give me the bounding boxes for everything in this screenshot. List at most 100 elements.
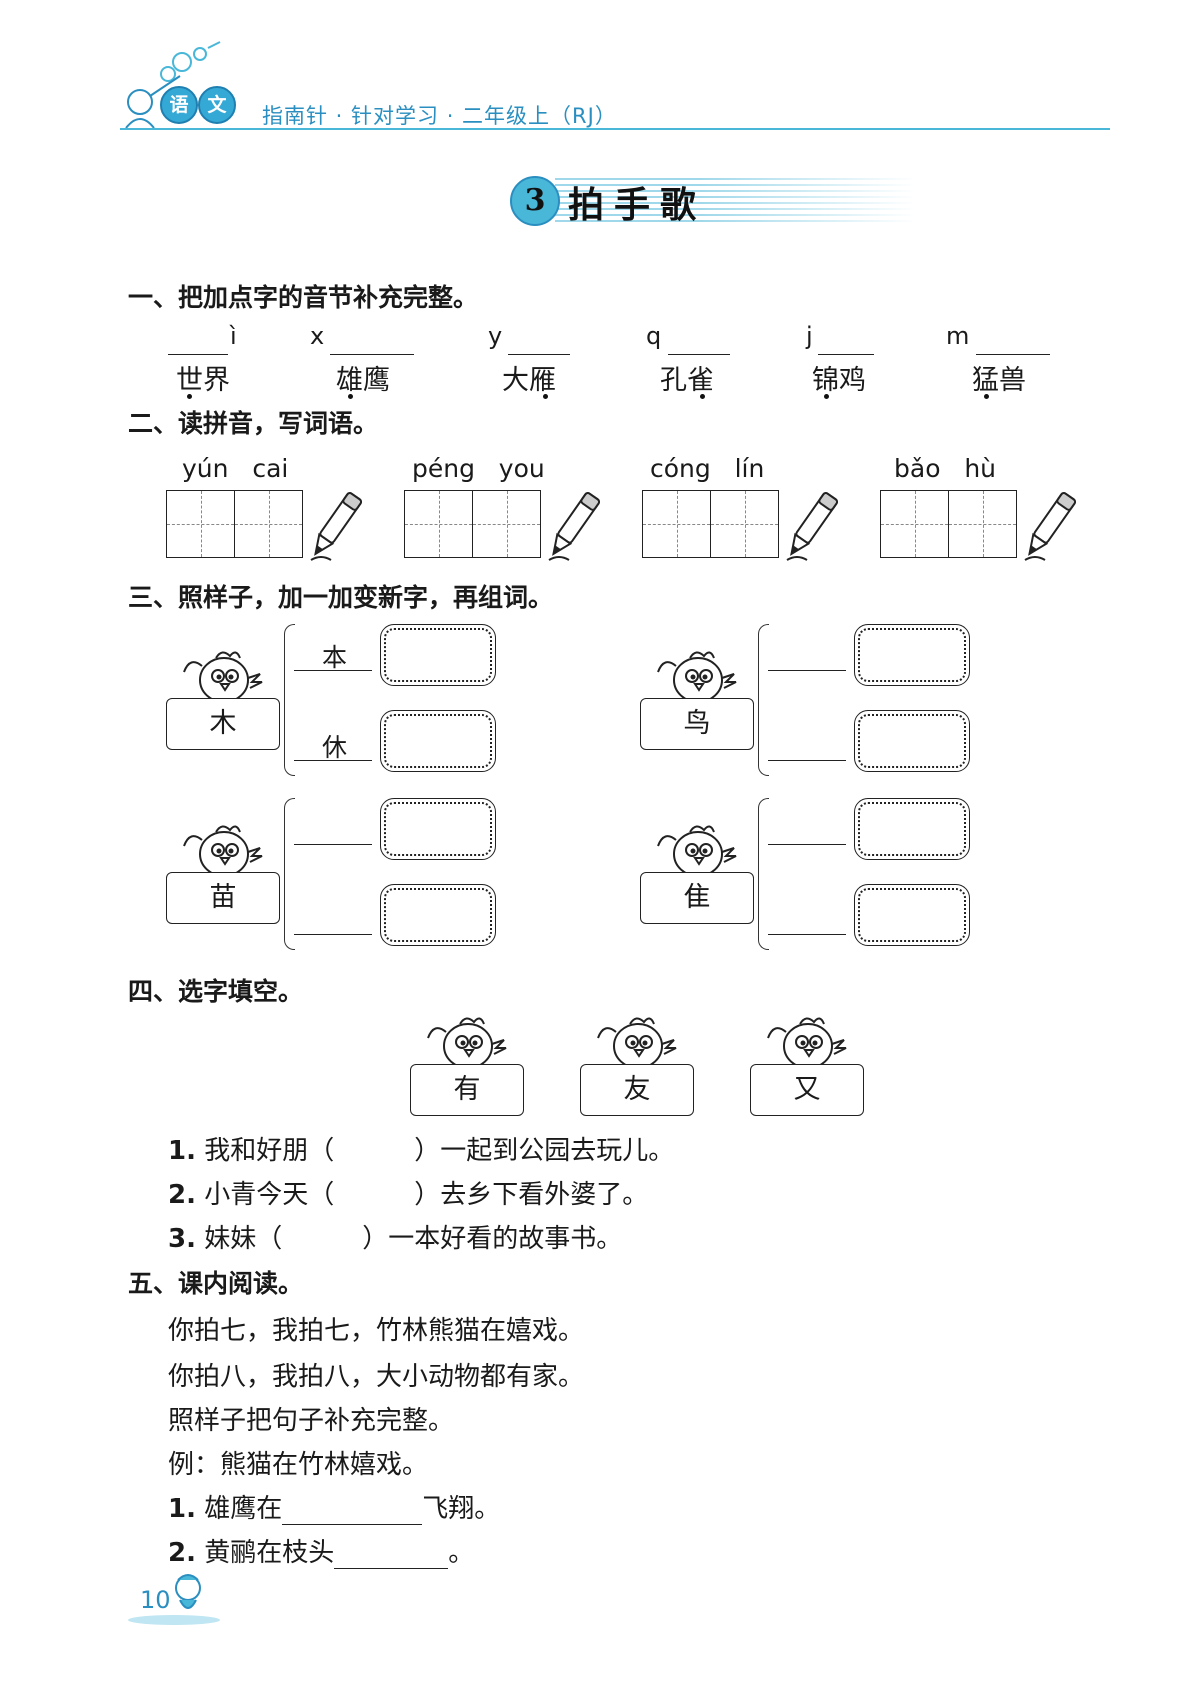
reading-line-1: 你拍七，我拍七，竹林熊猫在嬉戏。 bbox=[168, 1316, 585, 1346]
new-char-line[interactable] bbox=[294, 844, 372, 845]
bird-icon bbox=[176, 818, 266, 878]
word-answer-box[interactable] bbox=[854, 624, 970, 686]
pinyin-label: péng you bbox=[412, 454, 545, 483]
fill-sentence-3: 3. 妹妹（）一本好看的故事书。 bbox=[168, 1218, 622, 1255]
emphasis-dot bbox=[984, 394, 989, 399]
item-after: 飞翔。 bbox=[422, 1494, 501, 1524]
pinyin-blank[interactable] bbox=[508, 354, 570, 355]
bird-icon bbox=[760, 1010, 850, 1070]
word: 世界 bbox=[176, 365, 230, 396]
fill-sentence-1: 1. 我和好朋（）一起到公园去玩儿。 bbox=[168, 1130, 674, 1167]
pinyin-blank[interactable] bbox=[818, 354, 874, 355]
pinyin-suffix: ì bbox=[230, 322, 237, 350]
pinyin-label: yún cai bbox=[182, 454, 289, 483]
title-decoration bbox=[555, 178, 915, 224]
pinyin-prefix: j bbox=[806, 322, 813, 350]
word-answer-box[interactable] bbox=[380, 884, 496, 946]
pinyin-label: cóng lín bbox=[650, 454, 765, 483]
word: 锦鸡 bbox=[812, 365, 866, 396]
lesson-number: 3 bbox=[510, 176, 560, 226]
pinyin-blank[interactable] bbox=[168, 354, 228, 355]
pinyin-blank[interactable] bbox=[668, 354, 730, 355]
complete-item-1: 1. 雄鹰在飞翔。 bbox=[168, 1488, 500, 1525]
bracket bbox=[758, 798, 769, 950]
item-blank[interactable] bbox=[282, 1500, 423, 1525]
pinyin-prefix: q bbox=[646, 322, 662, 350]
word: 孔雀 bbox=[660, 365, 714, 396]
pencil-icon bbox=[543, 488, 603, 564]
emphasis-dot bbox=[348, 394, 353, 399]
word-answer-box[interactable] bbox=[854, 710, 970, 772]
word-answer-box[interactable] bbox=[380, 710, 496, 772]
bird-icon bbox=[650, 644, 740, 704]
sentence-before: 小青今天（ bbox=[204, 1180, 335, 1210]
sentence-num: 1. bbox=[168, 1136, 196, 1166]
word-answer-box[interactable] bbox=[380, 624, 496, 686]
subject-badge-2: 文 bbox=[198, 86, 236, 124]
pinyin-blank[interactable] bbox=[976, 354, 1050, 355]
subject-badge-1: 语 bbox=[160, 86, 198, 124]
base-char-box: 木 bbox=[166, 698, 280, 750]
item-blank[interactable] bbox=[334, 1544, 449, 1569]
pencil-icon bbox=[781, 488, 841, 564]
bird-icon bbox=[590, 1010, 680, 1070]
new-char-line[interactable] bbox=[294, 760, 372, 761]
bird-icon bbox=[176, 644, 266, 704]
word: 大雁 bbox=[502, 365, 556, 396]
base-char-box: 鸟 bbox=[640, 698, 754, 750]
header-mascot bbox=[120, 40, 230, 132]
new-char-example: 本 bbox=[322, 643, 348, 672]
item-num: 2. bbox=[168, 1538, 196, 1568]
pinyin-label: bǎo hù bbox=[894, 454, 997, 483]
section2-heading: 二、读拼音，写词语。 bbox=[128, 409, 379, 438]
header-divider bbox=[120, 128, 1110, 130]
reading-line-2: 你拍八，我拍八，大小动物都有家。 bbox=[168, 1362, 585, 1392]
writing-grid[interactable] bbox=[642, 490, 779, 558]
new-char-line[interactable] bbox=[768, 934, 846, 935]
instruction: 照样子把句子补充完整。 bbox=[168, 1406, 455, 1436]
new-char-line[interactable] bbox=[768, 670, 846, 671]
section5-heading: 五、课内阅读。 bbox=[128, 1269, 304, 1298]
new-char-line[interactable] bbox=[768, 760, 846, 761]
item-after: 。 bbox=[448, 1538, 475, 1568]
word: 雄鹰 bbox=[336, 365, 390, 396]
sentence-before: 我和好朋（ bbox=[204, 1136, 335, 1166]
section1-heading: 一、把加点字的音节补充完整。 bbox=[128, 283, 479, 312]
pinyin-blank[interactable] bbox=[330, 354, 414, 355]
pinyin-prefix: y bbox=[488, 322, 503, 350]
item-before: 黄鹂在枝头 bbox=[204, 1538, 335, 1568]
footer-mascot-icon bbox=[124, 1570, 224, 1626]
header-series: 指南针 · 针对学习 · 二年级上（RJ） bbox=[262, 104, 617, 128]
word-answer-box[interactable] bbox=[380, 798, 496, 860]
pinyin-prefix: x bbox=[310, 322, 325, 350]
section4-heading: 四、选字填空。 bbox=[128, 977, 304, 1006]
section3-heading: 三、照样子，加一加变新字，再组词。 bbox=[128, 583, 554, 612]
fill-sentence-2: 2. 小青今天（ ）去乡下看外婆了。 bbox=[168, 1174, 648, 1211]
sentence-after: ）去乡下看外婆了。 bbox=[414, 1180, 649, 1210]
writing-grid[interactable] bbox=[166, 490, 303, 558]
writing-grid[interactable] bbox=[404, 490, 541, 558]
sentence-before: 妹妹（ bbox=[204, 1224, 283, 1254]
bird-icon bbox=[650, 818, 740, 878]
word: 猛兽 bbox=[972, 365, 1026, 396]
item-before: 雄鹰在 bbox=[204, 1494, 283, 1524]
word-answer-box[interactable] bbox=[854, 798, 970, 860]
choice-box: 又 bbox=[750, 1064, 864, 1116]
word-answer-box[interactable] bbox=[854, 884, 970, 946]
bracket bbox=[284, 624, 295, 776]
emphasis-dot bbox=[824, 394, 829, 399]
new-char-line[interactable] bbox=[294, 934, 372, 935]
page-number: 10 bbox=[140, 1586, 171, 1614]
pinyin-prefix: m bbox=[946, 322, 970, 350]
choice-box: 有 bbox=[410, 1064, 524, 1116]
emphasis-dot bbox=[187, 394, 192, 399]
pencil-icon bbox=[305, 488, 365, 564]
new-char-line[interactable] bbox=[294, 670, 372, 671]
writing-grid[interactable] bbox=[880, 490, 1017, 558]
choice-box: 友 bbox=[580, 1064, 694, 1116]
pencil-icon bbox=[1019, 488, 1079, 564]
sentence-num: 2. bbox=[168, 1180, 196, 1210]
complete-item-2: 2. 黄鹂在枝头 。 bbox=[168, 1532, 474, 1569]
new-char-line[interactable] bbox=[768, 844, 846, 845]
lesson-title: 拍手歌 bbox=[568, 185, 707, 226]
